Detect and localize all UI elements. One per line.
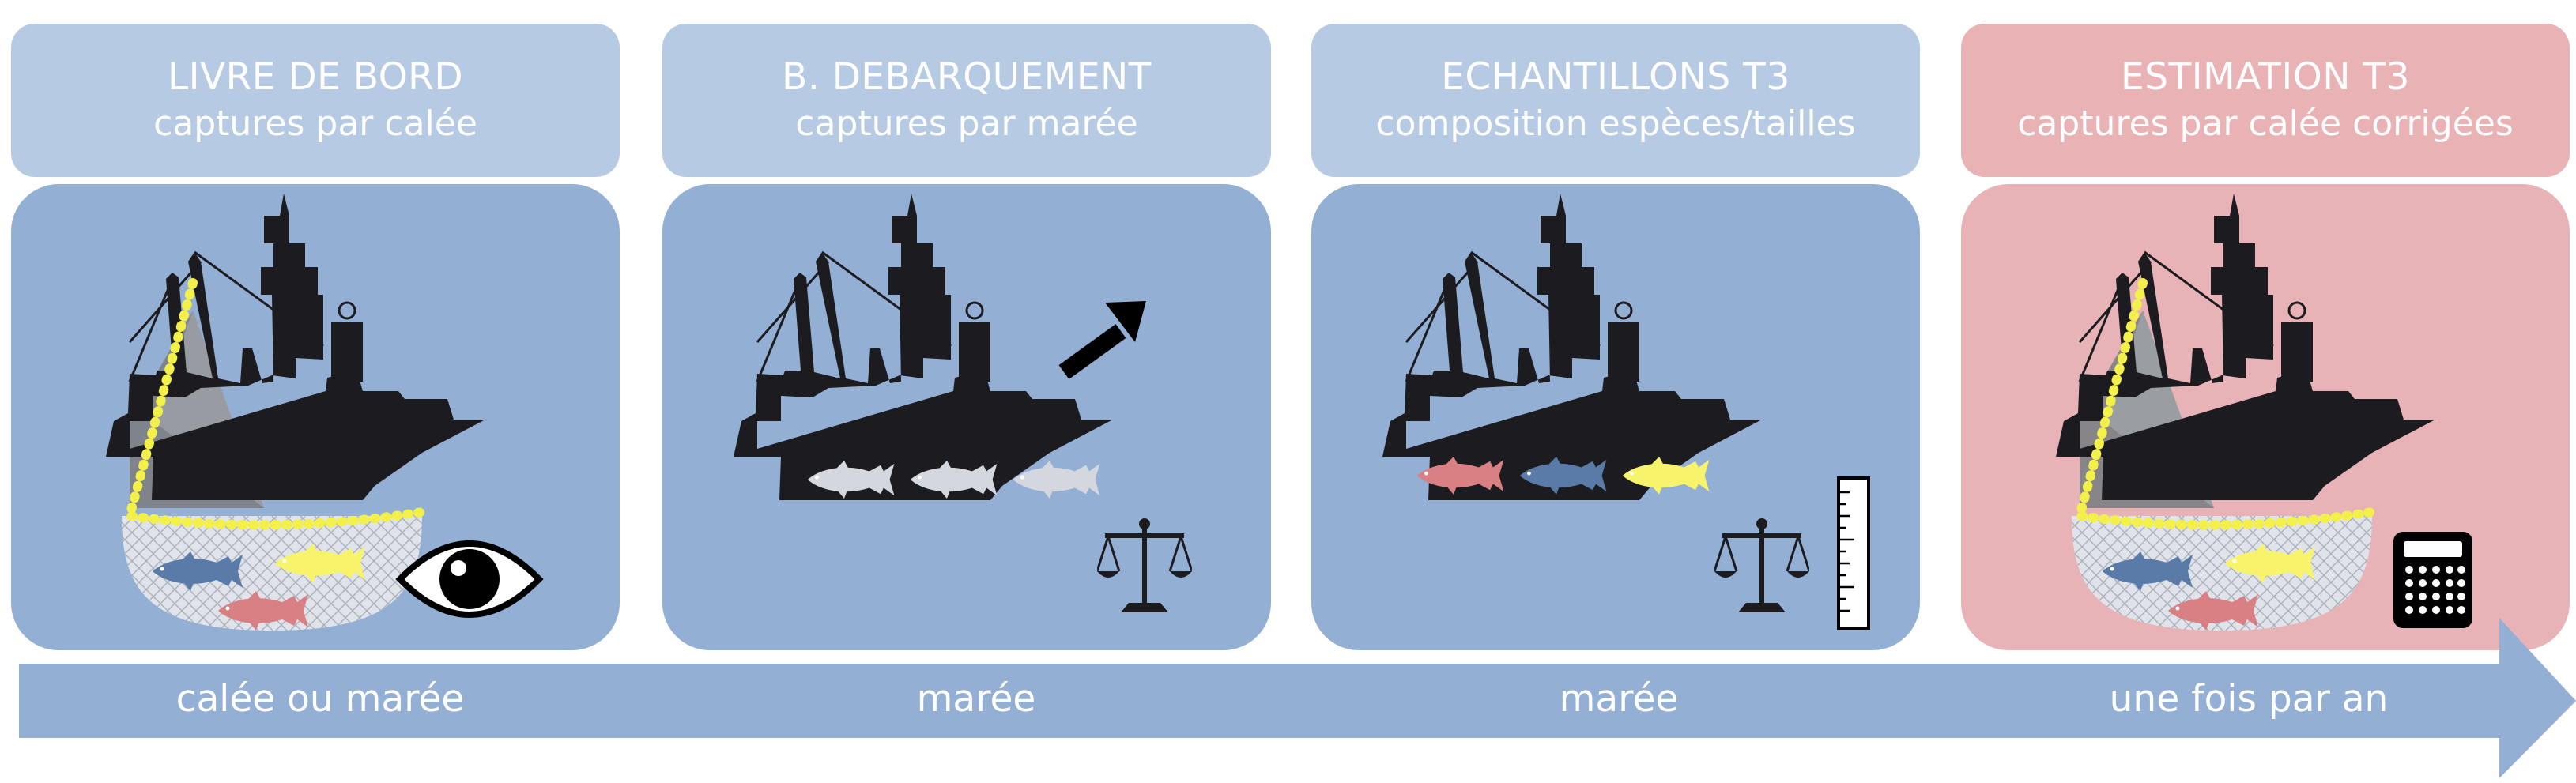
step-title: ECHANTILLONS T3 bbox=[1441, 55, 1790, 99]
header-estimation: ESTIMATION T3 captures par calée corrigé… bbox=[1961, 24, 2570, 177]
step-subtitle: captures par calée corrigées bbox=[2017, 104, 2514, 144]
panel-livre-de-bord bbox=[11, 184, 620, 650]
timeline-label: marée bbox=[1559, 677, 1679, 721]
upload-arrow-icon bbox=[1058, 301, 1146, 379]
step-title: B. DEBARQUEMENT bbox=[782, 55, 1152, 99]
panel-estimation bbox=[1961, 184, 2570, 650]
panel-debarquement bbox=[662, 184, 1271, 650]
header-echantillons: ECHANTILLONS T3 composition espèces/tail… bbox=[1311, 24, 1920, 177]
step-subtitle: composition espèces/tailles bbox=[1375, 104, 1856, 144]
step-subtitle: captures par marée bbox=[795, 104, 1138, 144]
timeline-label: calée ou marée bbox=[175, 677, 465, 721]
eye-icon bbox=[395, 540, 544, 618]
step-title: ESTIMATION T3 bbox=[2121, 55, 2410, 99]
panel-echantillons bbox=[1311, 184, 1920, 650]
timeline-label: marée bbox=[916, 677, 1036, 721]
ruler-icon bbox=[1837, 476, 1870, 630]
step-subtitle: captures par calée bbox=[153, 104, 477, 144]
step-title: LIVRE DE BORD bbox=[167, 55, 464, 99]
header-livre-de-bord: LIVRE DE BORD captures par calée bbox=[11, 24, 620, 177]
purse-seine-net-icon bbox=[122, 516, 422, 631]
header-debarquement: B. DEBARQUEMENT captures par marée bbox=[662, 24, 1271, 177]
purse-seine-net-icon bbox=[2072, 516, 2372, 631]
calculator-icon bbox=[2393, 532, 2472, 628]
timeline-label: une fois par an bbox=[2109, 677, 2389, 721]
